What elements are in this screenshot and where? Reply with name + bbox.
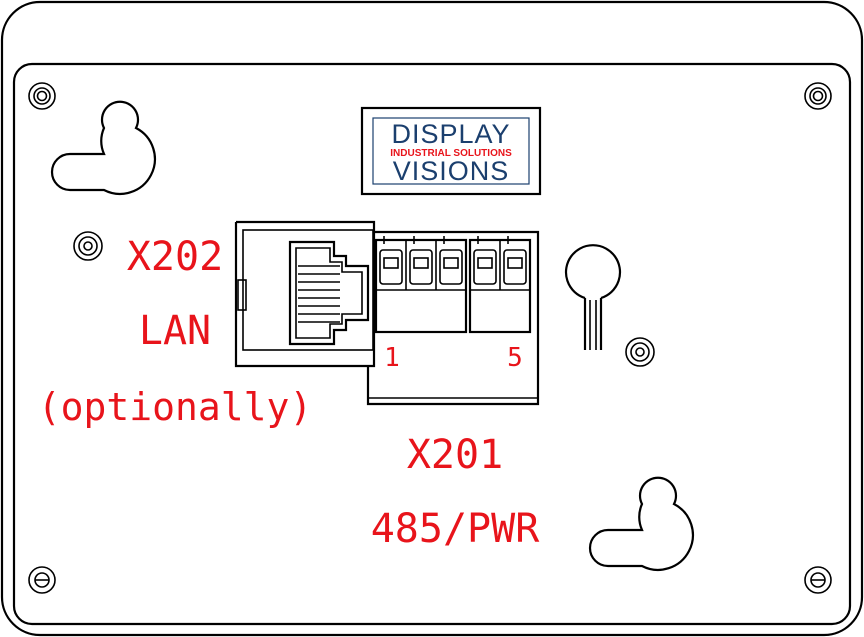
torx-screw-left <box>73 231 103 261</box>
torx-screw-right <box>625 337 655 367</box>
logo-line-display: DISPLAY <box>391 119 510 149</box>
corner-screw-top-left <box>28 82 56 110</box>
corner-screw-bottom-left <box>28 566 56 594</box>
corner-screw-top-right <box>804 82 832 110</box>
logo-line-industrial: INDUSTRIAL SOLUTIONS <box>390 148 512 159</box>
label-optionally: (optionally) <box>38 385 313 429</box>
pin-number-5: 5 <box>507 343 523 373</box>
spring-clip <box>564 244 622 350</box>
label-x202: X202 <box>127 234 223 280</box>
label-x201: X201 <box>407 432 503 478</box>
label-485-pwr: 485/PWR <box>371 506 540 552</box>
rj45-lan-jack <box>234 220 376 368</box>
terminal-block-x201 <box>366 230 540 406</box>
keyhole-slot-top-left <box>50 100 156 195</box>
keyhole-slot-bottom-right <box>588 476 694 571</box>
front-plate <box>12 62 852 626</box>
display-visions-logo: DISPLAY INDUSTRIAL SOLUTIONS VISIONS <box>360 106 542 196</box>
logo-line-visions: VISIONS <box>393 156 510 186</box>
pin-number-1: 1 <box>384 343 400 373</box>
label-lan: LAN <box>139 308 211 354</box>
corner-screw-bottom-right <box>804 566 832 594</box>
